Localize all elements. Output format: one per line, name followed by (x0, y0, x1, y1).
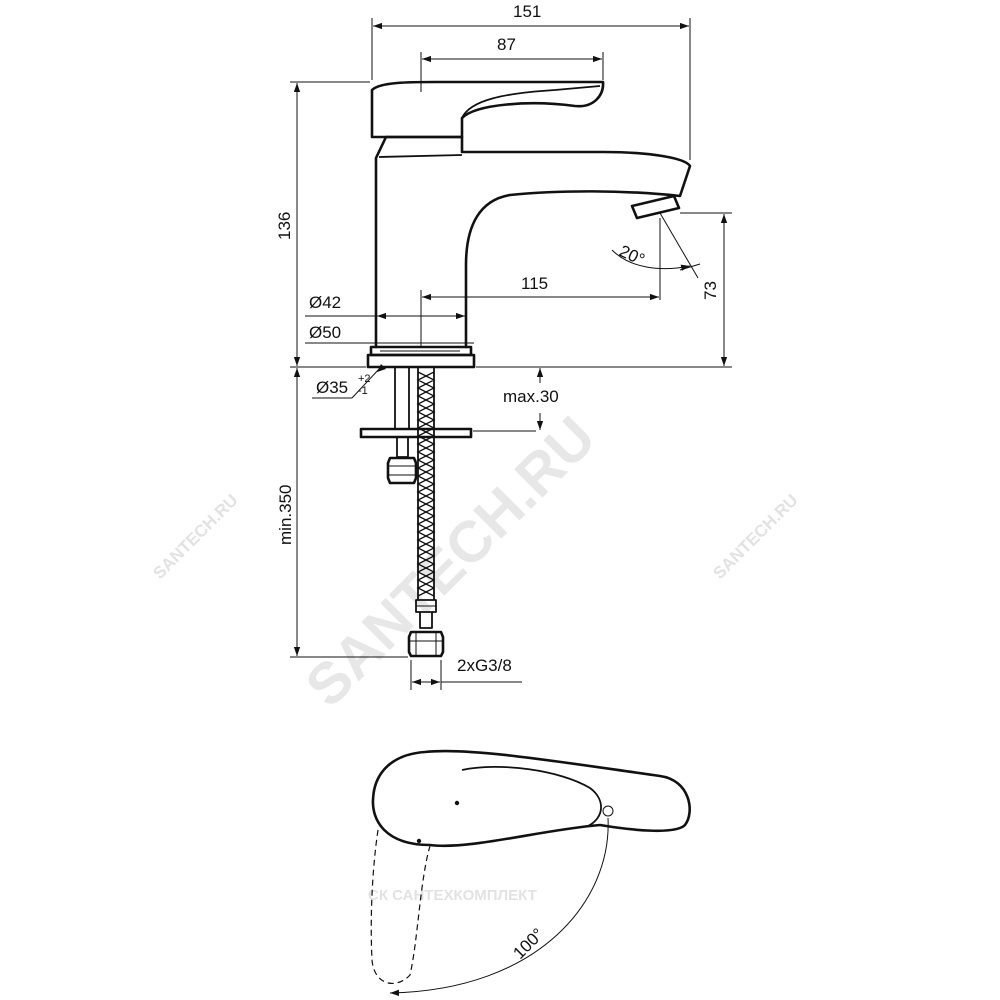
lever-top-view (370, 749, 691, 996)
aerator (630, 194, 681, 220)
label-connection: 2xG3/8 (457, 656, 512, 675)
label-lever-length: 87 (497, 35, 516, 54)
label-lever-rotation: 100° (509, 925, 547, 963)
label-max-thickness: max.30 (503, 387, 559, 406)
lever-inner-line (461, 85, 601, 119)
body-parting-line (378, 154, 463, 158)
lever-outline (370, 80, 605, 139)
label-spout-reach: 115 (521, 274, 548, 293)
label-height: 136 (275, 212, 294, 240)
label-total-width: 151 (513, 2, 541, 21)
label-hose-length: min.350 (276, 485, 295, 545)
watermark-main: SANTECH.RU (293, 404, 608, 719)
svg-text:SANTECH.RU: SANTECH.RU (709, 491, 801, 583)
svg-text:СК САНТЕХКОМПЛЕКТ: СК САНТЕХКОМПЛЕКТ (368, 887, 537, 904)
body-outline (374, 135, 692, 349)
watermark-brand: СК САНТЕХКОМПЛЕКТ (368, 887, 537, 904)
label-body-diameter: Ø42 (309, 293, 341, 312)
threaded-rod (394, 366, 410, 430)
faucet-side-view (366, 80, 692, 369)
nut (386, 456, 418, 485)
label-hole-diameter: Ø35 (316, 378, 348, 397)
watermark-left: SANTECH.RU (149, 491, 241, 583)
fixing-plate (359, 427, 473, 439)
lever-top-outline (371, 749, 691, 848)
lever-rotated-outline (370, 829, 431, 984)
svg-text:SANTECH.RU: SANTECH.RU (149, 491, 241, 583)
label-base-diameter: Ø50 (309, 323, 341, 342)
braided-hose (407, 367, 445, 658)
label-hole-tol-minus: -1 (358, 385, 368, 397)
label-spout-angle: 20° (616, 241, 647, 269)
dimension-lines (290, 18, 732, 690)
connection-nut (407, 630, 445, 658)
base-plate (366, 353, 476, 369)
watermark-right: SANTECH.RU (709, 491, 801, 583)
mounting-assembly (359, 366, 536, 658)
label-spout-height: 73 (701, 281, 720, 300)
svg-text:SANTECH.RU: SANTECH.RU (293, 404, 608, 719)
label-hole-tol-plus: +2 (358, 373, 371, 385)
